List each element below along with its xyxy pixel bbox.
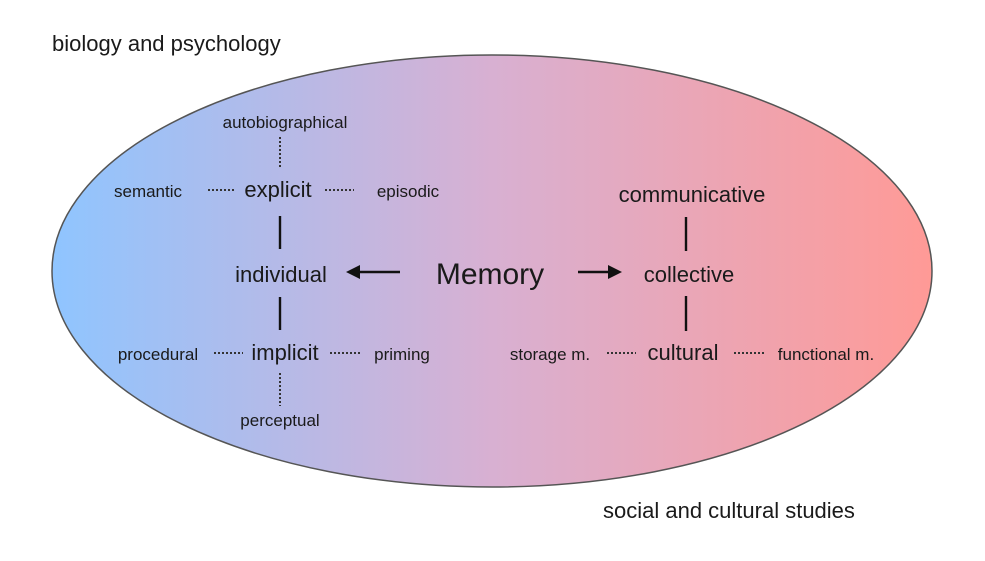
arrow-to-collective-head	[608, 265, 622, 279]
communicative-label: communicative	[619, 182, 766, 207]
memory-ellipse	[51, 54, 933, 488]
functional-memory-label: functional m.	[778, 345, 874, 364]
procedural-label: procedural	[118, 345, 198, 364]
collective-label: collective	[644, 262, 734, 287]
priming-label: priming	[374, 345, 430, 364]
episodic-label: episodic	[377, 182, 440, 201]
explicit-label: explicit	[244, 177, 311, 202]
individual-label: individual	[235, 262, 327, 287]
region-label-biology-psychology: biology and psychology	[52, 31, 281, 56]
arrow-to-individual-head	[346, 265, 360, 279]
cultural-label: cultural	[648, 340, 719, 365]
storage-memory-label: storage m.	[510, 345, 590, 364]
autobiographical-label: autobiographical	[223, 113, 348, 132]
implicit-label: implicit	[251, 340, 318, 365]
semantic-label: semantic	[114, 182, 183, 201]
memory-label: Memory	[436, 258, 544, 291]
perceptual-label: perceptual	[240, 411, 319, 430]
region-label-social-cultural-studies: social and cultural studies	[603, 498, 855, 523]
